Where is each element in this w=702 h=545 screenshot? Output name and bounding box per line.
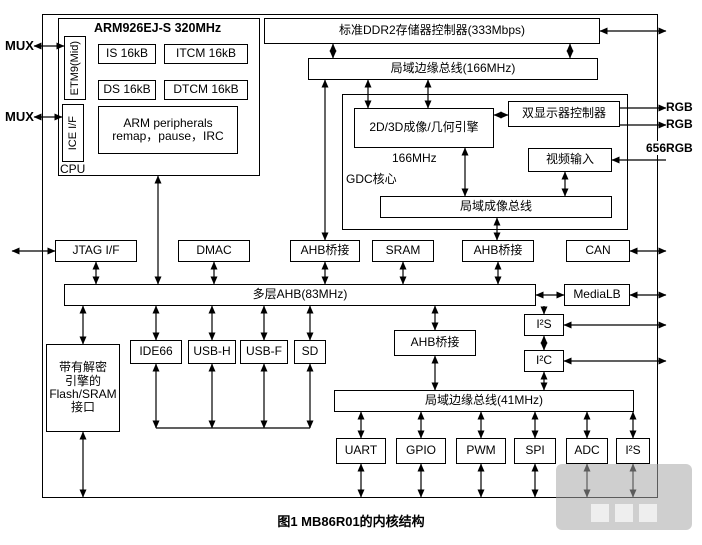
cpu-title: ARM926EJ-S 320MHz	[94, 21, 222, 35]
cpu-label: CPU	[60, 162, 86, 176]
can-box: CAN	[566, 240, 630, 262]
display-controller-box: 双显示器控制器	[508, 101, 620, 127]
mux-bottom-label: MUX	[5, 109, 34, 124]
dmac-box: DMAC	[178, 240, 250, 262]
sd-box: SD	[294, 340, 326, 364]
i2s-bottom-box: I²S	[616, 438, 650, 464]
jtag-box: JTAG I/F	[55, 240, 137, 262]
video-in-label: 656RGB	[646, 141, 693, 155]
mux-top-label: MUX	[5, 38, 34, 53]
etm9-box: ETM9(Mid)	[64, 36, 86, 100]
itcm-box: ITCM 16kB	[164, 44, 248, 64]
ahb-bridge-lower-box: AHB桥接	[394, 330, 476, 356]
engine-freq-label: 166MHz	[392, 151, 437, 165]
ahb-bus-box: 多层AHB(83MHz)	[64, 284, 536, 306]
i2c-box: I²C	[524, 350, 564, 372]
watermark	[556, 464, 692, 530]
flash-sram-box: 带有解密 引擎的 Flash/SRAM 接口	[46, 344, 120, 432]
ahb-bridge-right-box: AHB桥接	[462, 240, 534, 262]
uart-box: UART	[336, 438, 386, 464]
watermark-glyph	[591, 504, 609, 522]
gdc-core-block	[342, 94, 628, 230]
medialb-box: MediaLB	[564, 284, 630, 306]
imaging-bus-box: 局域成像总线	[380, 196, 612, 218]
edge-bus-166-box: 局域边缘总线(166MHz)	[308, 58, 598, 80]
rgb-out-2-label: RGB	[666, 117, 693, 131]
arm-peripherals-box: ARM peripherals remap，pause，IRC	[98, 106, 238, 154]
watermark-glyph	[639, 504, 657, 522]
engine-box: 2D/3D成像/几何引擎	[354, 108, 494, 148]
i2s-box: I²S	[524, 314, 564, 336]
dcache-box: DS 16kB	[98, 80, 156, 100]
pwm-box: PWM	[456, 438, 506, 464]
video-input-box: 视频输入	[528, 148, 612, 172]
gpio-box: GPIO	[396, 438, 446, 464]
gdc-core-label: GDC核心	[346, 172, 397, 186]
ddr2-controller-box: 标准DDR2存储器控制器(333Mbps)	[264, 18, 600, 44]
usb-function-box: USB-F	[240, 340, 288, 364]
usb-host-box: USB-H	[188, 340, 236, 364]
rgb-out-1-label: RGB	[666, 100, 693, 114]
figure-caption: 图1 MB86R01的内核结构	[277, 514, 425, 529]
edge-bus-41-box: 局域边缘总线(41MHz)	[334, 390, 634, 412]
spi-box: SPI	[514, 438, 556, 464]
ahb-bridge-left-box: AHB桥接	[290, 240, 360, 262]
icache-box: IS 16kB	[98, 44, 156, 64]
ice-box: ICE I/F	[62, 104, 84, 162]
dtcm-box: DTCM 16kB	[164, 80, 248, 100]
ide-box: IDE66	[130, 340, 182, 364]
adc-box: ADC	[566, 438, 608, 464]
sram-box: SRAM	[372, 240, 434, 262]
watermark-glyph	[615, 504, 633, 522]
